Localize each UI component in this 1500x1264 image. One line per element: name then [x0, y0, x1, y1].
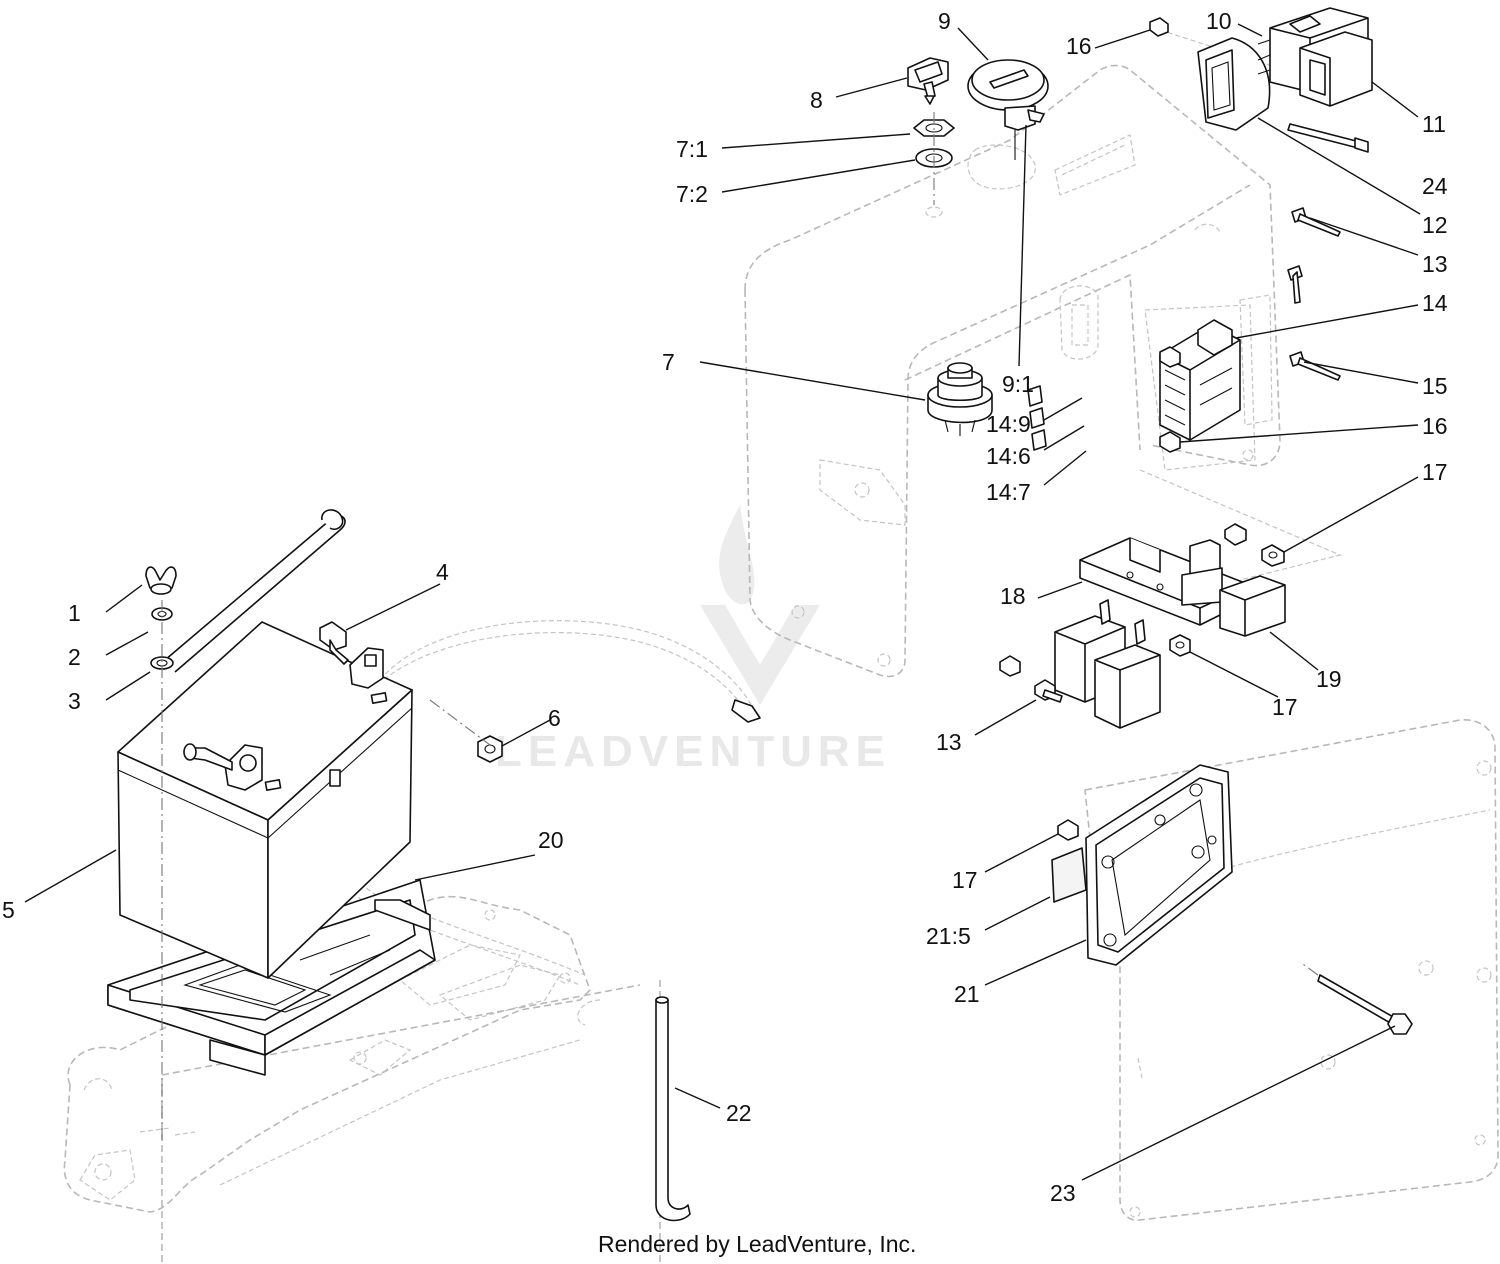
floor-guide	[161, 984, 641, 1262]
callout-labels: 1 2 3 4 5 6 7 7:1 7:2 8 9 9:1 10 11 12 1…	[2, 8, 1448, 1206]
washer	[151, 607, 173, 621]
callout-1: 1	[68, 600, 81, 626]
console-housing	[744, 64, 1281, 678]
terminal-axis	[429, 699, 491, 746]
callout-17c: 17	[952, 867, 978, 893]
callout-5: 5	[2, 897, 15, 923]
callout-14: 14	[1422, 290, 1448, 316]
callout-19: 19	[1316, 666, 1342, 692]
callout-2: 2	[68, 644, 81, 670]
callout-24: 24	[1422, 173, 1448, 199]
callout-4: 4	[436, 559, 449, 585]
relay-bracket	[1079, 537, 1251, 626]
callout-3: 3	[68, 688, 81, 714]
callout-18: 18	[1000, 583, 1026, 609]
fuses	[1027, 385, 1047, 451]
callout-17a: 17	[1422, 459, 1448, 485]
relay-fasteners	[999, 523, 1285, 703]
key-switch	[927, 362, 993, 436]
callout-23: 23	[1050, 1180, 1076, 1206]
callout-14-7: 14:7	[986, 479, 1031, 505]
hold-down-rod	[150, 509, 346, 673]
callout-10: 10	[1206, 8, 1232, 34]
hex-nuts	[1149, 17, 1181, 453]
battery-bolt	[319, 621, 349, 665]
vent-tube	[655, 996, 691, 1222]
callout-11: 11	[1422, 111, 1446, 137]
switch-boot	[1299, 31, 1373, 107]
callout-22: 22	[726, 1100, 752, 1126]
battery-nut	[477, 735, 503, 763]
render-credit: Rendered by LeadVenture, Inc.	[598, 1231, 916, 1257]
mounting-plate	[1084, 719, 1499, 1222]
fuse-block	[1159, 319, 1241, 441]
screws	[1287, 207, 1341, 381]
module-bolt	[1299, 961, 1413, 1035]
callout-7-1: 7:1	[676, 136, 708, 162]
callout-12: 12	[1422, 212, 1448, 238]
wing-nut	[145, 566, 177, 595]
callout-7-2: 7:2	[676, 181, 708, 207]
leader-lines	[24, 23, 1421, 1181]
callout-16b: 16	[1422, 413, 1448, 439]
long-screw	[1287, 123, 1369, 153]
watermark-logo: LEADVENTURE	[495, 505, 891, 776]
callout-14-9: 14:9	[986, 411, 1031, 437]
callout-15: 15	[1422, 373, 1448, 399]
cable-terminal	[731, 699, 761, 723]
battery	[117, 621, 413, 979]
ignition-bezel	[967, 59, 1049, 160]
switch-housing	[1197, 37, 1271, 131]
callout-17b: 17	[1272, 694, 1298, 720]
callout-20: 20	[538, 827, 564, 853]
callout-14-6: 14:6	[986, 443, 1031, 469]
callout-8: 8	[810, 87, 823, 113]
callout-9: 9	[938, 8, 951, 34]
callout-13a: 13	[1422, 251, 1448, 277]
battery-platform	[63, 895, 601, 1213]
module-nut	[1057, 819, 1079, 841]
callout-13b: 13	[936, 729, 962, 755]
callout-7: 7	[662, 349, 675, 375]
key	[907, 57, 949, 105]
watermark-text: LEADVENTURE	[495, 727, 891, 776]
callout-9-1: 9:1	[1002, 371, 1034, 397]
callout-16a: 16	[1066, 33, 1092, 59]
callout-6: 6	[548, 705, 561, 731]
callout-21-5: 21:5	[926, 923, 971, 949]
controller-module	[1051, 764, 1233, 966]
callout-21: 21	[954, 981, 980, 1007]
